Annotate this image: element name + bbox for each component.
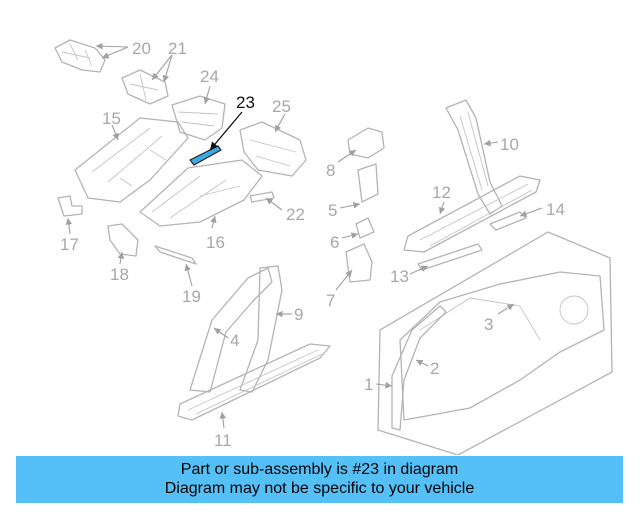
banner-line-1: Part or sub-assembly is #23 in diagram [180, 461, 459, 478]
callout-24: 24 [200, 67, 219, 86]
part-4-pillar [189, 267, 273, 393]
part-17-bracket [57, 195, 83, 217]
part-9-pillar-outer [239, 265, 283, 393]
part-21-bracket [121, 69, 169, 105]
callout-labels: 20 21 24 25 15 23 16 22 17 18 19 8 5 6 7… [60, 39, 565, 450]
part-14-bracket [489, 211, 527, 231]
callout-23: 23 [236, 93, 255, 112]
callout-12: 12 [432, 183, 451, 202]
part-16-floor [139, 159, 263, 227]
callout-15: 15 [102, 109, 121, 128]
callout-11: 11 [214, 431, 232, 450]
callout-19: 19 [182, 287, 201, 306]
part-6-bracket [355, 217, 375, 239]
part-18-bracket [107, 223, 139, 257]
info-banner: Part or sub-assembly is #23 in diagram D… [16, 456, 623, 503]
callout-4: 4 [230, 331, 239, 350]
callout-21: 21 [168, 39, 187, 58]
part-1-body-side-panel [377, 231, 613, 455]
part-22-bar [249, 191, 275, 203]
callout-8: 8 [326, 161, 335, 180]
callout-13: 13 [390, 267, 409, 286]
callout-14: 14 [546, 200, 565, 219]
part-15-front-floor [74, 117, 189, 203]
leader-lines [65, 42, 543, 429]
part-23-reinforcement [189, 145, 222, 166]
part-19-bar [154, 245, 197, 265]
callout-9: 9 [294, 305, 303, 324]
callout-25: 25 [272, 97, 291, 116]
callout-2: 2 [430, 359, 439, 378]
part-24-panel [171, 95, 226, 141]
part-8-bracket [347, 127, 385, 159]
callout-1: 1 [364, 375, 373, 394]
part-7-bracket [345, 243, 373, 283]
callout-6: 6 [330, 233, 339, 252]
part-12-rail [403, 175, 541, 253]
callout-17: 17 [60, 235, 79, 254]
callout-5: 5 [328, 201, 337, 220]
callout-18: 18 [110, 265, 129, 284]
part-2-inner-panel [391, 305, 447, 431]
part-25-panel [239, 121, 307, 177]
banner-line-2: Diagram may not be specific to your vehi… [164, 480, 475, 497]
callout-7: 7 [326, 291, 335, 310]
part-11-rocker [177, 343, 331, 421]
part-10-pillar [445, 99, 503, 215]
part-3-quarter-panel [399, 271, 605, 421]
callout-16: 16 [206, 233, 225, 252]
callout-3: 3 [484, 315, 493, 334]
part-20-bracket [54, 39, 106, 73]
callout-20: 20 [132, 39, 151, 58]
callout-10: 10 [500, 135, 519, 154]
part-5-bracket [357, 163, 379, 203]
parts-diagram: 20 21 24 25 15 23 16 22 17 18 19 8 5 6 7… [54, 39, 613, 455]
callout-22: 22 [286, 205, 305, 224]
